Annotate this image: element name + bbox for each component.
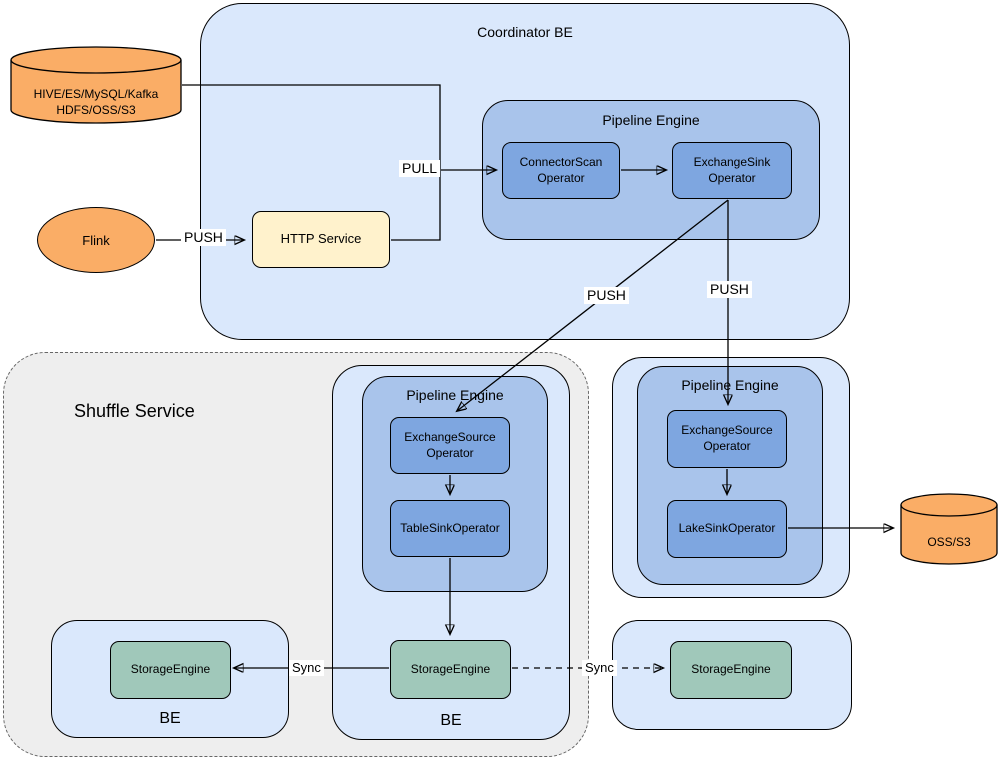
be-middle-label: BE: [440, 712, 462, 729]
sync-left-edge-label: Sync: [289, 660, 324, 677]
storage-engine-left-node: StorageEngine: [110, 641, 231, 699]
database-cylinder-icon: [900, 493, 998, 565]
push-vertical-edge-label: PUSH: [707, 281, 752, 299]
push-diagonal-edge-label: PUSH: [584, 287, 629, 305]
pipeline-engine-right-label: Pipeline Engine: [681, 377, 779, 393]
oss-s3-label: OSS/S3: [927, 535, 971, 550]
be-left-label: BE: [159, 710, 181, 727]
connector-scan-operator-node: ConnectorScan Operator: [502, 142, 620, 199]
external-sources-label: HIVE/ES/MySQL/Kafka HDFS/OSS/S3: [33, 87, 159, 117]
exchange-sink-operator-node: ExchangeSink Operator: [672, 142, 792, 199]
database-cylinder-icon: [10, 46, 182, 124]
sync-right-edge-label: Sync: [582, 660, 617, 677]
lake-sink-operator-node: LakeSinkOperator: [667, 500, 787, 558]
external-sources-cylinder: HIVE/ES/MySQL/Kafka HDFS/OSS/S3: [10, 46, 182, 124]
push-flink-edge-label: PUSH: [181, 229, 226, 247]
table-sink-operator-node: TableSinkOperator: [390, 500, 510, 557]
pull-edge-label: PULL: [399, 160, 441, 178]
shuffle-service-label: Shuffle Service: [74, 401, 195, 421]
oss-s3-cylinder: OSS/S3: [900, 493, 998, 565]
flink-node: Flink: [37, 207, 155, 273]
pipeline-engine-middle-label: Pipeline Engine: [406, 387, 504, 403]
storage-engine-middle-node: StorageEngine: [390, 640, 511, 699]
exchange-source-operator-middle-node: ExchangeSource Operator: [390, 417, 510, 474]
pipeline-engine-middle-container: Pipeline Engine: [362, 376, 548, 592]
coordinator-be-label: Coordinator BE: [477, 24, 573, 40]
exchange-source-operator-right-node: ExchangeSource Operator: [667, 410, 787, 468]
http-service-node: HTTP Service: [252, 211, 390, 268]
storage-engine-right-node: StorageEngine: [670, 641, 792, 699]
pipeline-engine-top-label: Pipeline Engine: [602, 112, 700, 128]
